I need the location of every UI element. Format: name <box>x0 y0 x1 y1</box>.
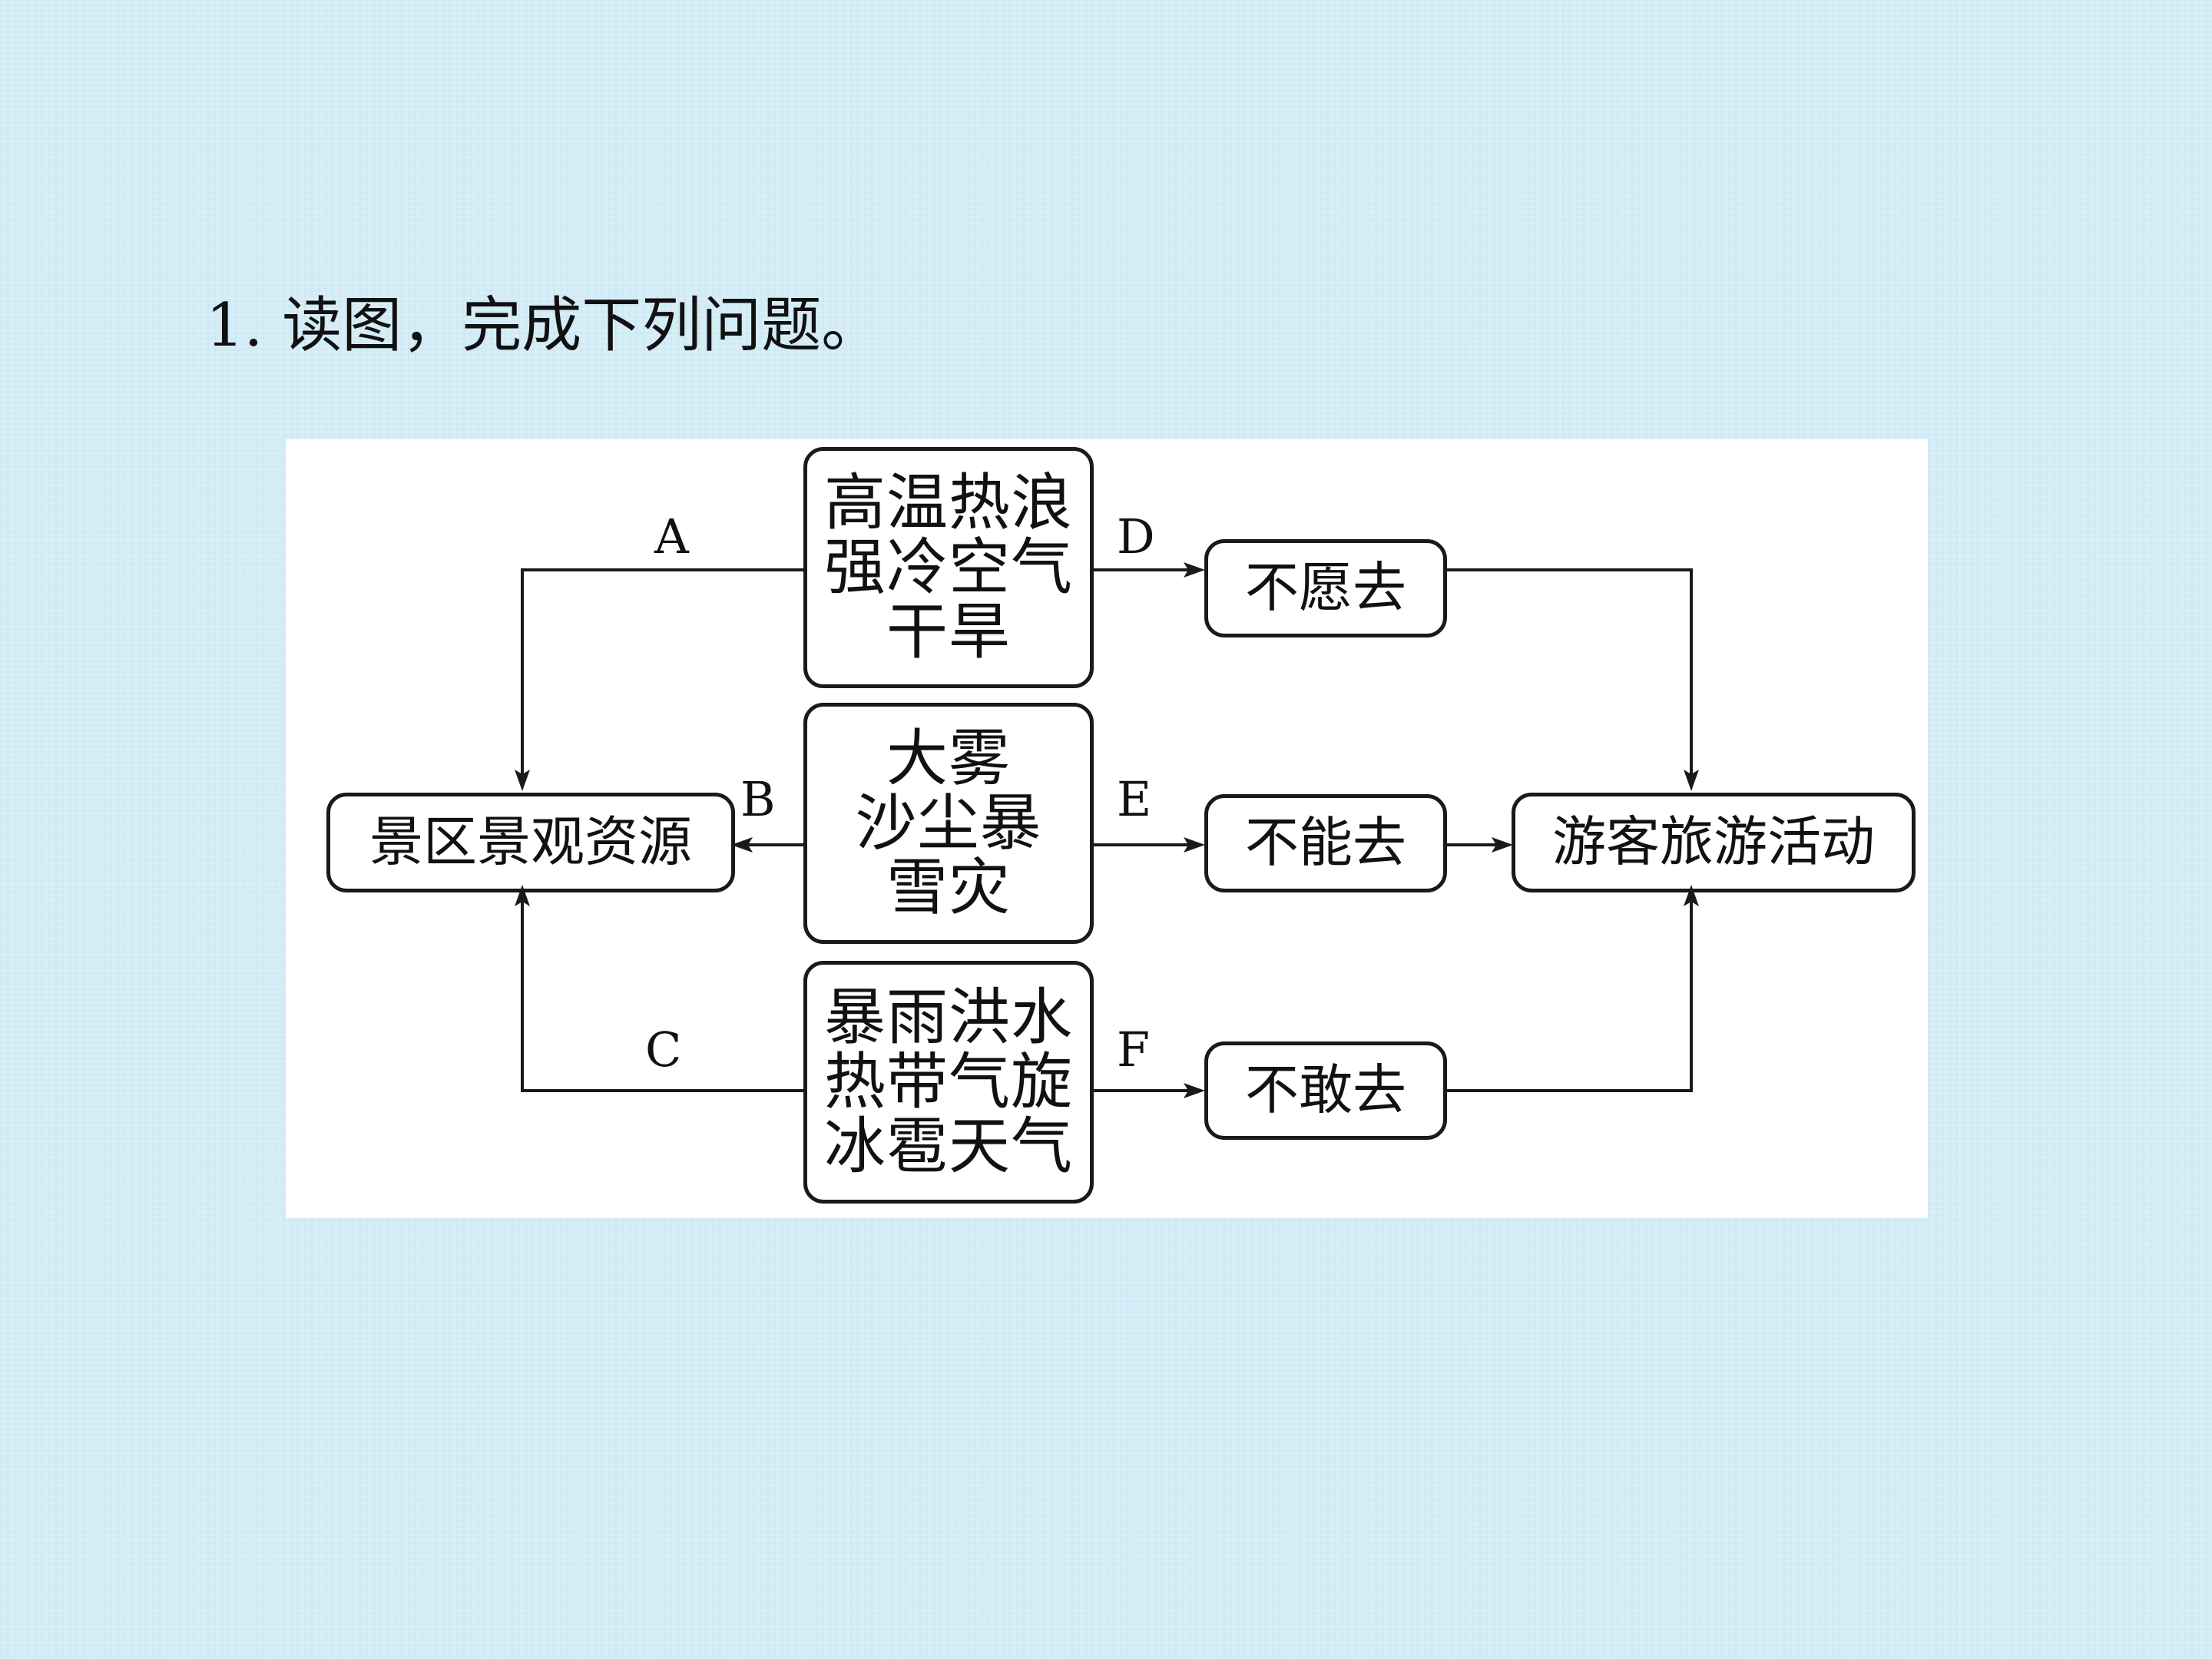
edge-label-f: F <box>1117 1022 1151 1078</box>
edge-label-d: D <box>1117 508 1155 565</box>
edge-afraid-line <box>1444 900 1693 1092</box>
weather-line: 大雾 <box>886 723 1011 794</box>
arrowhead-f <box>1184 1083 1205 1098</box>
edge-a-line <box>521 568 805 776</box>
weather-line: 暴雨洪水 <box>824 982 1073 1053</box>
arrowhead-unwilling <box>1684 770 1699 791</box>
arrowhead-afraid <box>1684 885 1699 906</box>
arrowhead-e <box>1184 837 1205 853</box>
weather-line: 干旱 <box>886 596 1011 667</box>
weather-line: 高温热浪 <box>824 467 1073 538</box>
outcome-box-afraid: 不敢去 <box>1204 1041 1447 1140</box>
weather-line: 强冷空气 <box>824 531 1073 603</box>
edge-unwilling-line <box>1444 568 1693 776</box>
edge-label-a: A <box>654 508 689 565</box>
scenic-resource-box: 景区景观资源 <box>326 793 735 892</box>
question-text: 1. 读图，完成下列问题。 <box>206 291 882 360</box>
outcome-box-unable: 不能去 <box>1204 794 1447 892</box>
edge-label-b: B <box>740 771 776 827</box>
weather-line: 沙尘暴 <box>855 787 1042 859</box>
arrowhead-a <box>515 770 530 791</box>
weather-box-heat-cold-drought: 高温热浪 强冷空气 干旱 <box>803 447 1094 688</box>
edge-label-c: C <box>645 1022 682 1078</box>
arrowhead-unable <box>1492 837 1513 853</box>
arrowhead-c <box>515 885 530 906</box>
weather-line: 热带气旋 <box>824 1046 1073 1118</box>
outcome-box-unwilling: 不愿去 <box>1204 539 1447 637</box>
edge-c-line <box>521 900 805 1092</box>
arrowhead-b <box>731 837 753 853</box>
tourist-activity-box: 游客旅游活动 <box>1512 793 1916 892</box>
weather-line: 雪灾 <box>886 852 1011 923</box>
diagram-panel: 高温热浪 强冷空气 干旱 大雾 沙尘暴 雪灾 暴雨洪水 热带气旋 冰雹天气 景区… <box>286 439 1928 1218</box>
connector-lines <box>515 562 1699 1098</box>
arrowhead-d <box>1184 562 1205 578</box>
weather-box-fog-dust-snow: 大雾 沙尘暴 雪灾 <box>803 703 1094 944</box>
weather-box-storm-cyclone-hail: 暴雨洪水 热带气旋 冰雹天气 <box>803 961 1094 1204</box>
weather-line: 冰雹天气 <box>824 1111 1073 1182</box>
edge-label-e: E <box>1117 771 1152 827</box>
